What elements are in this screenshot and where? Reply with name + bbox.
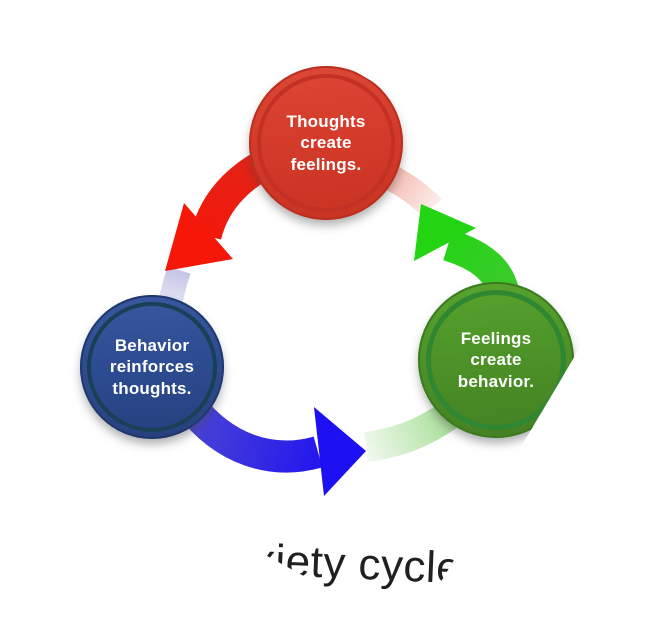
node-thoughts: Thoughts create feelings. [249, 66, 403, 220]
blue-arrow-shaft [176, 393, 323, 473]
fade-arc-to-feelings [363, 400, 461, 462]
red-arrow-head [165, 203, 233, 271]
node-feelings-line-3: behavior. [457, 371, 535, 391]
node-thoughts-line-2: create [300, 133, 352, 153]
node-behavior-line-3: thoughts. [112, 378, 192, 398]
node-feelings: Feelings create behavior. [418, 282, 574, 438]
node-thoughts-line-3: feelings. [290, 154, 362, 174]
green-arrow-head [414, 204, 476, 261]
node-behavior-line-2: reinforces [109, 357, 195, 377]
node-behavior-line-1: Behavior [114, 335, 190, 355]
node-behavior-label: Behavior reinforces thoughts. [110, 335, 194, 399]
node-feelings-label: Feelings create behavior. [458, 328, 534, 392]
node-behavior: Behavior reinforces thoughts. [80, 295, 224, 439]
node-thoughts-label: Thoughts create feelings. [286, 111, 365, 175]
node-feelings-line-1: Feelings [460, 328, 532, 348]
node-feelings-line-2: create [470, 350, 522, 370]
node-thoughts-line-1: Thoughts [286, 111, 366, 131]
caption-anxiety-cycle: anxiety cycle [201, 533, 463, 594]
blue-arrow-head [314, 407, 366, 496]
